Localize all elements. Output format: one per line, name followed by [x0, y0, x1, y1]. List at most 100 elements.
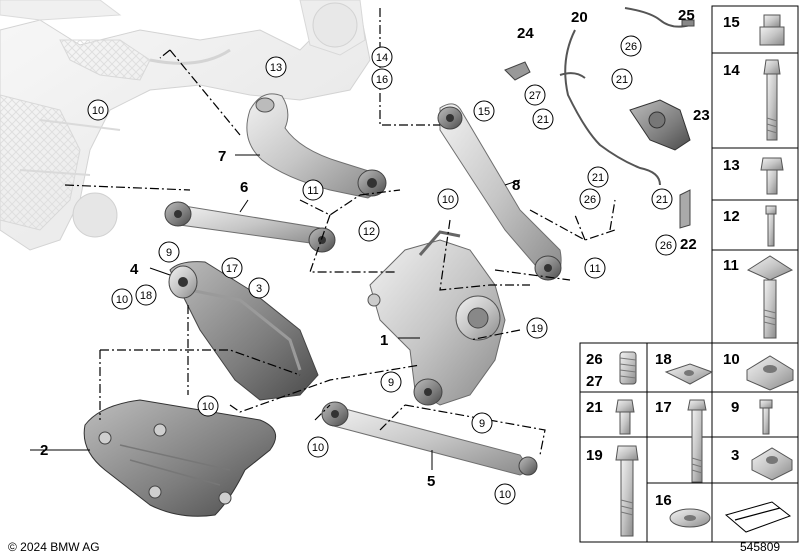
svg-text:27: 27	[529, 90, 541, 102]
track-arm	[437, 103, 562, 281]
bracket-24	[504, 61, 531, 81]
table-cell-26: 26	[586, 351, 603, 368]
table-cell-27: 27	[586, 373, 603, 390]
callout-10-knuckle: 10	[437, 188, 459, 210]
bolt-9-illustration	[759, 399, 773, 435]
callout-27: 27	[524, 84, 546, 106]
label-part-5: 5	[427, 473, 435, 490]
label-part-22: 22	[680, 236, 697, 253]
svg-text:10: 10	[312, 442, 324, 454]
svg-text:26: 26	[625, 41, 637, 53]
label-part-4: 4	[130, 261, 139, 278]
callout-10-subframe: 10	[87, 99, 109, 121]
wheel-carrier	[367, 230, 506, 406]
sensor-bracket-23	[629, 99, 691, 151]
svg-text:14: 14	[376, 52, 388, 64]
label-part-8: 8	[512, 177, 520, 194]
upper-control-arm	[246, 93, 387, 199]
svg-text:26: 26	[660, 240, 672, 252]
image-number: 545809	[740, 540, 781, 554]
callout-9-toe: 9	[471, 412, 493, 434]
svg-text:10: 10	[92, 105, 104, 117]
svg-text:12: 12	[363, 226, 375, 238]
label-part-24: 24	[517, 25, 534, 42]
callout-26-c: 26	[655, 234, 677, 256]
callout-26-b: 26	[579, 188, 601, 210]
bolt-21-illustration	[615, 399, 635, 435]
callout-16: 16	[371, 68, 393, 90]
svg-text:18: 18	[140, 290, 152, 302]
table-cell-3: 3	[731, 447, 739, 464]
svg-text:17: 17	[226, 263, 238, 275]
callout-19: 19	[526, 317, 548, 339]
table-cell-12: 12	[723, 208, 740, 225]
callout-15: 15	[473, 100, 495, 122]
nut-3-illustration	[751, 447, 793, 481]
callout-21-d: 21	[651, 188, 673, 210]
washer-18-illustration	[664, 363, 714, 385]
svg-text:10: 10	[202, 401, 214, 413]
table-cell-17: 17	[655, 399, 672, 416]
bolt-19-illustration	[615, 445, 639, 537]
label-part-1: 1	[380, 332, 388, 349]
part-labels: 1 2 4 5 6 7 8 20 22 23 24 25	[40, 7, 710, 490]
svg-text:9: 9	[166, 247, 172, 259]
table-cell-11: 11	[723, 257, 739, 274]
callout-10-toe-outer: 10	[494, 483, 516, 505]
table-cell-18: 18	[655, 351, 672, 368]
callout-3: 3	[248, 277, 270, 299]
callout-10-spring-link: 10	[111, 288, 133, 310]
bolt-17-illustration	[687, 399, 707, 483]
callout-18: 18	[135, 284, 157, 306]
callout-10-toe-inner: 10	[307, 436, 329, 458]
callout-14: 14	[371, 46, 393, 68]
brake-pad-sensor-22	[679, 189, 691, 229]
nut-10-illustration	[746, 355, 794, 391]
callout-11-a: 11	[302, 179, 324, 201]
callout-17: 17	[221, 257, 243, 279]
label-part-20: 20	[571, 9, 588, 26]
spring-pin-26-27-illustration	[619, 351, 637, 385]
bolt-12-illustration	[765, 205, 777, 247]
label-part-7: 7	[218, 148, 226, 165]
bolt-13-illustration	[760, 157, 784, 195]
table-cell-13: 13	[723, 157, 740, 174]
svg-text:15: 15	[478, 106, 490, 118]
svg-text:11: 11	[307, 185, 318, 197]
svg-text:16: 16	[376, 74, 388, 86]
callout-9-arm: 9	[158, 241, 180, 263]
table-cell-10: 10	[723, 351, 740, 368]
svg-text:21: 21	[656, 194, 668, 206]
svg-text:3: 3	[256, 283, 262, 295]
table-cell-19: 19	[586, 447, 603, 464]
label-part-6: 6	[240, 179, 248, 196]
callout-12: 12	[358, 220, 380, 242]
direction-arrow-icon	[724, 501, 792, 533]
svg-text:21: 21	[616, 74, 628, 86]
callout-21-b: 21	[611, 68, 633, 90]
lateral-arm	[164, 201, 336, 253]
callout-21-c: 21	[587, 166, 609, 188]
callout-21-a: 21	[532, 108, 554, 130]
bolt-14-illustration	[763, 59, 781, 141]
wear-sensor-cable	[559, 7, 695, 186]
callout-13: 13	[265, 56, 287, 78]
washer-16-illustration	[669, 508, 711, 528]
table-cell-14: 14	[723, 62, 740, 79]
leader-lines	[64, 8, 616, 456]
label-part-25: 25	[678, 7, 695, 24]
label-part-2: 2	[40, 442, 48, 459]
svg-text:11: 11	[589, 263, 600, 275]
spring-link	[168, 261, 319, 401]
table-cell-15: 15	[723, 14, 740, 31]
callout-9-carrier: 9	[380, 371, 402, 393]
table-cell-21: 21	[586, 399, 603, 416]
nut-15-illustration	[759, 14, 785, 46]
svg-text:9: 9	[479, 418, 485, 430]
svg-text:9: 9	[388, 377, 394, 389]
callout-26-a: 26	[620, 35, 642, 57]
toe-link	[321, 401, 538, 476]
svg-text:10: 10	[116, 294, 128, 306]
bolt-11-illustration	[746, 255, 794, 339]
